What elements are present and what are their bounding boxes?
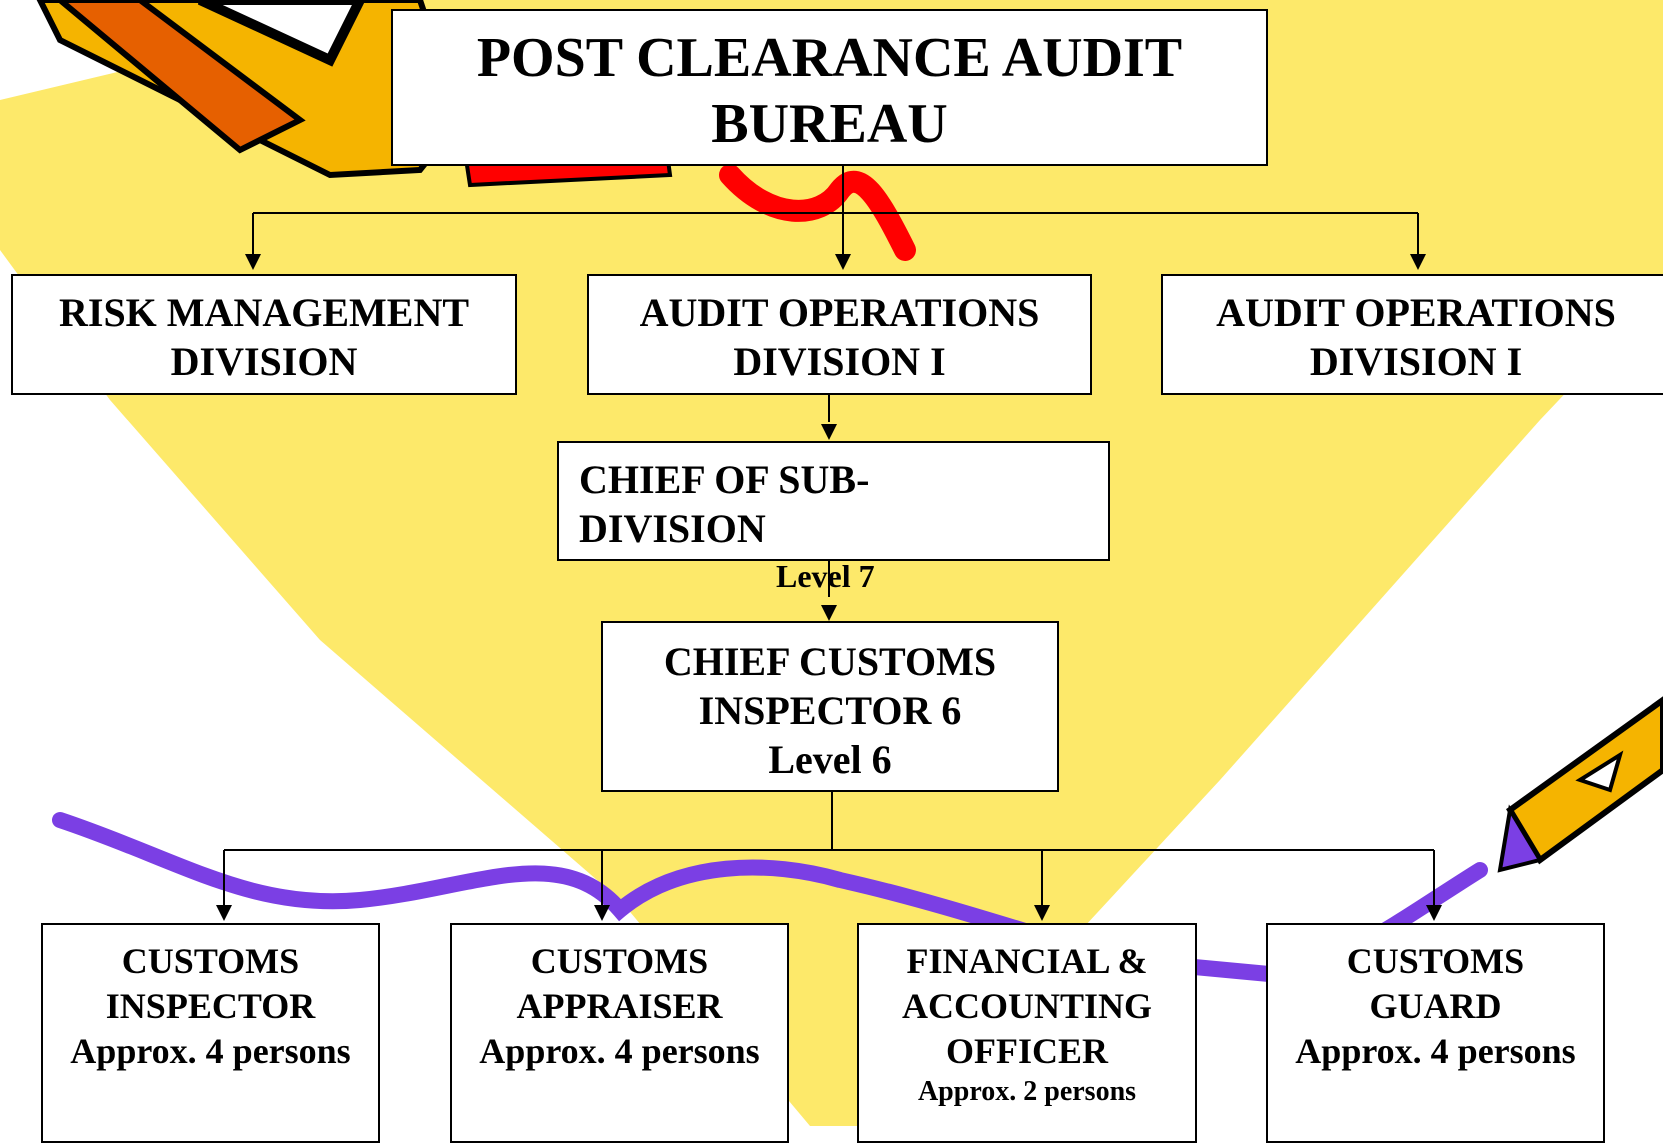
customs-guard-box: CUSTOMS GUARD Approx. 4 persons [1266,923,1605,1143]
pencil-right-icon [1497,696,1663,873]
box-label-line1: CHIEF OF SUB- [579,457,870,502]
arrowheads [216,254,1442,921]
financial-accounting-officer-box: FINANCIAL & ACCOUNTING OFFICER Approx. 2… [857,923,1197,1143]
box-label-line1: FINANCIAL & [906,941,1148,981]
box-label-line3: Approx. 4 persons [479,1031,760,1071]
box-label-line2: DIVISION I [733,339,946,384]
box-title-line1: POST CLEARANCE AUDIT [476,27,1183,89]
box-label-line1: AUDIT OPERATIONS [1216,290,1616,335]
box-label-line1: RISK MANAGEMENT [58,290,470,335]
audit-operations-division-box: AUDIT OPERATIONS DIVISION I [587,274,1092,395]
pencil-top-left-icon [36,0,673,188]
box-label-line2: ACCOUNTING [901,986,1152,1026]
box-label-line3: OFFICER [946,1031,1108,1071]
chief-of-subdivision-box: CHIEF OF SUB- DIVISION [557,441,1110,561]
box-label-line1: CUSTOMS [121,941,300,981]
customs-inspector-box: CUSTOMS INSPECTOR Approx. 4 persons [41,923,380,1143]
box-label-line2: DIVISION I [1309,339,1523,384]
connector-lines [223,165,1435,907]
red-scribble [719,164,916,261]
box-label-line1: CUSTOMS [530,941,709,981]
box-label-line3: Approx. 4 persons [1295,1031,1576,1071]
box-title-line2: BUREAU [711,93,948,155]
level-7-label: Level 7 [776,558,875,594]
box-label-line4: Approx. 2 persons [917,1076,1137,1107]
box-label-line3: Level 6 [768,737,892,782]
box-label-line1: CUSTOMS [1346,941,1525,981]
box-label-line2: INSPECTOR 6 [698,688,962,733]
risk-management-division-box: RISK MANAGEMENT DIVISION [11,274,517,395]
customs-appraiser-box: CUSTOMS APPRAISER Approx. 4 persons [450,923,789,1143]
box-label-line2: APPRAISER [516,986,723,1026]
box-label-line1: AUDIT OPERATIONS [639,290,1040,335]
box-label-line1: CHIEF CUSTOMS [663,639,997,684]
audit-operations-division-box-2: AUDIT OPERATIONS DIVISION I [1161,274,1663,395]
post-clearance-audit-bureau-box: POST CLEARANCE AUDIT BUREAU [391,9,1268,166]
box-label-line2: DIVISION [170,339,358,384]
box-label-line2: DIVISION [579,506,766,551]
box-label-line2: INSPECTOR [105,986,316,1026]
box-label-line3: Approx. 4 persons [70,1031,351,1071]
chief-customs-inspector-box: CHIEF CUSTOMS INSPECTOR 6 Level 6 [601,621,1059,792]
box-label-line2: GUARD [1369,986,1502,1026]
